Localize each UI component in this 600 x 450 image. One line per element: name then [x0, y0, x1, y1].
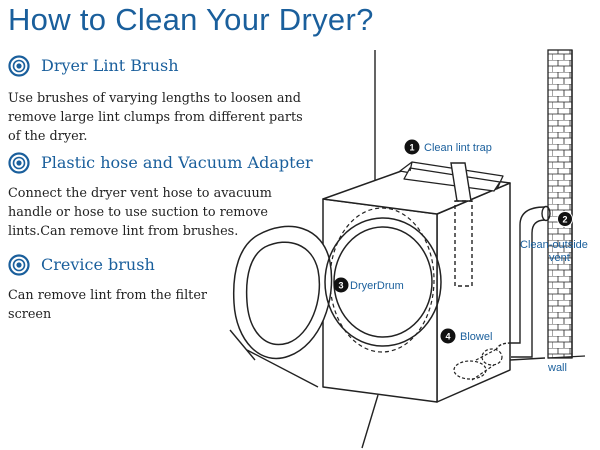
brick-wall [547, 49, 586, 359]
callout-lint-trap: 1 Clean lint trap [404, 139, 492, 155]
callout-label: DryerDrum [350, 280, 404, 292]
drum-outline [329, 207, 435, 353]
callout-blowel: 4 Blowel [440, 328, 492, 344]
control-panel [399, 161, 504, 192]
vent-duct [495, 205, 551, 358]
body-line: of the dryer. [8, 129, 88, 144]
callout-dryer-drum: 3 DryerDrum [333, 277, 404, 293]
callout-label: vent [549, 252, 570, 264]
section-heading: Crevice brush [41, 255, 155, 274]
callout-marker-4 [440, 328, 456, 344]
target-icon [8, 152, 30, 174]
blower-fan [453, 348, 503, 381]
body-line: screen [8, 307, 52, 322]
body-line: remove large lint clumps from different … [8, 110, 303, 125]
dryer-porthole [324, 217, 442, 347]
page-title: How to Clean Your Dryer? [8, 2, 374, 37]
room-lines [229, 50, 546, 449]
callout-number: 4 [445, 332, 450, 342]
section-heading: Plastic hose and Vacuum Adapter [41, 153, 313, 172]
body-line: lints.Can remove lint from brushes. [8, 224, 239, 239]
section-body: Connect the dryer vent hose to avacuum h… [8, 184, 328, 241]
dryer-door [232, 225, 333, 360]
body-line: handle or hose to use suction to remove [8, 205, 268, 220]
section-body: Can remove lint from the filter screen [8, 286, 328, 324]
callout-marker-1 [404, 139, 420, 155]
body-line: Can remove lint from the filter [8, 288, 208, 303]
callout-number: 3 [338, 281, 343, 291]
callout-outside-vent: 2 Clean-outside vent [520, 211, 588, 264]
body-line: Use brushes of varying lengths to loosen… [8, 91, 301, 106]
body-line: Connect the dryer vent hose to avacuum [8, 186, 272, 201]
callout-label: Clean lint trap [424, 142, 492, 154]
callout-label: Blowel [460, 331, 492, 343]
section-heading: Dryer Lint Brush [41, 56, 179, 75]
callout-number: 2 [562, 215, 567, 225]
wall-label: wall [547, 362, 567, 374]
callout-marker-2 [557, 211, 573, 227]
target-icon [8, 55, 30, 77]
callout-number: 1 [409, 143, 414, 153]
target-icon [8, 254, 30, 276]
callout-marker-3 [333, 277, 349, 293]
dryer-cabinet [322, 168, 511, 403]
lint-trap [450, 162, 473, 287]
callout-label: Clean-outside [520, 239, 588, 251]
section-body: Use brushes of varying lengths to loosen… [8, 89, 328, 146]
